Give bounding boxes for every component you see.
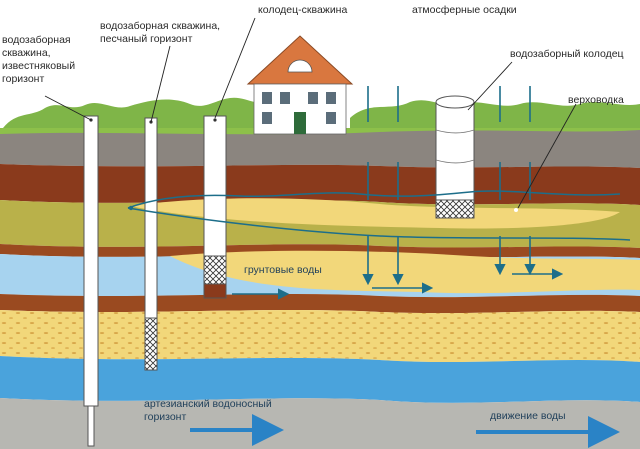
lower-clay-band bbox=[0, 294, 640, 314]
water-table-line bbox=[127, 190, 621, 209]
house bbox=[246, 35, 354, 135]
label-perched-water: верховодка bbox=[568, 94, 624, 106]
label-limestone-well: водозаборная скважина, известняковый гор… bbox=[2, 34, 76, 85]
perched-water-lens bbox=[130, 198, 620, 229]
label-groundwater: грунтовые воды bbox=[244, 264, 322, 276]
clay-layer bbox=[0, 164, 640, 205]
sand-well bbox=[144, 117, 158, 371]
groundwater-sand bbox=[170, 250, 640, 294]
label-sand-well: водозаборная скважина, песчаный горизонт bbox=[100, 20, 221, 45]
water-table-line-lower bbox=[127, 207, 631, 241]
precipitation-lines bbox=[362, 86, 536, 286]
topsoil-layer bbox=[0, 130, 640, 168]
bedrock-layer bbox=[0, 398, 640, 449]
artesian-aquifer bbox=[0, 356, 640, 403]
label-artesian: артезианский водоносный горизонт bbox=[144, 398, 272, 423]
flow-arrows-groundwater bbox=[232, 268, 564, 300]
water-flow-arrows bbox=[190, 414, 620, 448]
label-precipitation: атмосферные осадки bbox=[412, 4, 517, 16]
well-borehole bbox=[203, 115, 227, 299]
label-water-flow: движение воды bbox=[490, 410, 566, 422]
intake-well bbox=[435, 95, 475, 219]
limestone-well bbox=[83, 115, 99, 447]
label-intake-well: водозаборный колодец bbox=[510, 48, 624, 60]
label-well-borehole: колодец-скважина bbox=[258, 4, 348, 16]
leader-lines bbox=[44, 17, 577, 209]
